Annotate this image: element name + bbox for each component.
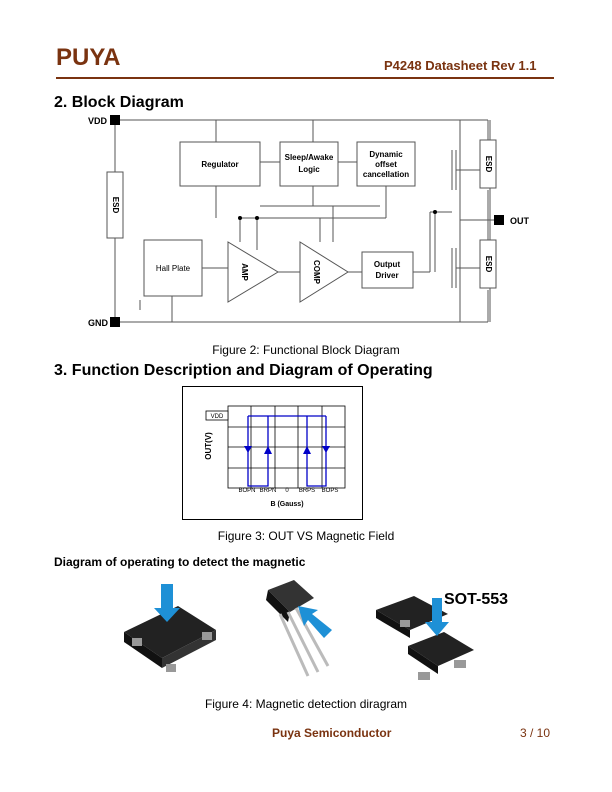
gnd-pin xyxy=(110,317,120,327)
chart-tick-label: BOPS xyxy=(322,488,339,494)
comp-label: COMP xyxy=(312,260,321,285)
amp-triangle xyxy=(227,241,279,303)
regulator-label: Regulator xyxy=(201,160,238,169)
hall-plate-block xyxy=(143,239,203,297)
footer-company: Puya Semiconductor xyxy=(272,726,392,740)
chart-tick-label: 0 xyxy=(285,488,289,494)
logo-text: PUYA xyxy=(56,44,120,71)
detect-subheading: Diagram of operating to detect the magne… xyxy=(54,555,306,569)
figure4-caption: Figure 4: Magnetic detection diragram xyxy=(204,697,408,711)
esd-right-top xyxy=(479,139,497,189)
chart-tick-label: BOPN xyxy=(238,488,255,494)
regulator-block xyxy=(179,141,261,187)
chart-xlabel: B (Gauss) xyxy=(270,501,303,508)
footer-page-number: 3 / 10 xyxy=(520,726,551,740)
out-pin xyxy=(494,215,504,225)
hall-plate-label: Hall Plate xyxy=(156,264,191,273)
dynamic-offset-block xyxy=(356,141,416,187)
doc-title: P4248 Datasheet Rev 1.1 xyxy=(384,58,537,73)
header-rule xyxy=(56,77,554,79)
output-driver-block xyxy=(361,251,414,289)
output-driver-line2: Driver xyxy=(375,271,398,280)
vdd-pin xyxy=(110,115,120,125)
block-diagram: VDD GND OUT ESD ESD ESD Regulator Sleep/… xyxy=(88,115,530,328)
comp-triangle xyxy=(299,241,349,303)
figure3-caption: Figure 3: OUT VS Magnetic Field xyxy=(217,529,395,543)
chart-ticks: BOPN BRPN 0 BRPS BOPS xyxy=(238,488,338,494)
dyn-label-line3: cancellation xyxy=(363,170,409,179)
section-heading-function: 3. Function Description and Diagram of O… xyxy=(54,362,433,379)
figure2-caption: Figure 2: Functional Block Diagram xyxy=(212,343,400,357)
vdd-label: VDD xyxy=(88,116,108,126)
gnd-label: GND xyxy=(88,318,109,328)
dyn-label-line2: offset xyxy=(375,160,397,169)
sot553-label: SOT-553 xyxy=(444,591,508,608)
section-heading-block-diagram: 2. Block Diagram xyxy=(54,94,184,111)
sot553-package-image: SOT-553 xyxy=(376,591,508,680)
chart-tick-label: BRPN xyxy=(260,488,277,494)
sleep-label-line1: Sleep/Awake xyxy=(285,153,334,162)
to92-package-image xyxy=(266,580,332,677)
chart-vdd-label: VDD xyxy=(211,414,224,420)
out-vs-field-chart: VDD OUT(V) BOPN BRPN 0 BRPS BOPS B (Gauss) xyxy=(182,386,363,520)
amp-label: AMP xyxy=(240,263,249,281)
chart-ylabel: OUT(V) xyxy=(204,432,213,460)
output-driver-line1: Output xyxy=(374,260,401,269)
esd-right-bottom-label: ESD xyxy=(484,256,493,273)
sleep-awake-block xyxy=(279,141,339,187)
puya-logo: PUYA xyxy=(56,44,120,71)
dyn-label-line1: Dynamic xyxy=(369,150,403,159)
chart-tick-label: BRPS xyxy=(299,488,315,494)
sot23-package-image xyxy=(124,584,216,672)
magnetic-detection-illustration: SOT-553 xyxy=(124,580,508,680)
esd-right-bottom xyxy=(479,239,497,289)
sleep-label-line2: Logic xyxy=(298,165,320,174)
esd-right-top-label: ESD xyxy=(484,156,493,173)
esd-left-label: ESD xyxy=(111,197,120,214)
esd-left xyxy=(106,171,124,239)
out-label: OUT xyxy=(510,216,530,226)
